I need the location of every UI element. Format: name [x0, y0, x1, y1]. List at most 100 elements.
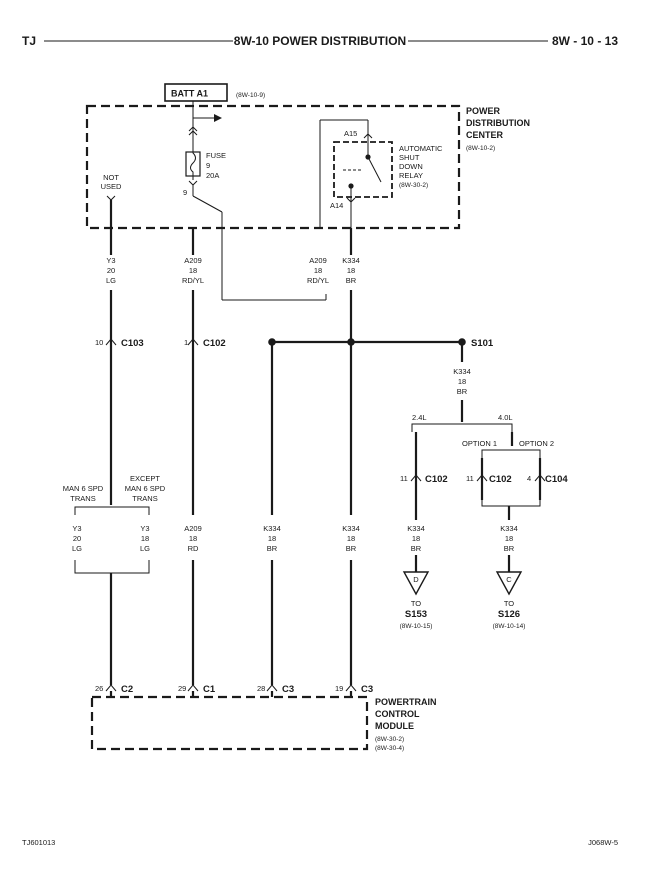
pcm-box [90, 695, 369, 751]
footer-left: TJ601013 [22, 838, 55, 847]
c102-pin: 1 [184, 338, 188, 347]
pcm-title-3: MODULE [375, 721, 414, 731]
engine-branch-bracket [411, 423, 513, 432]
wire-label-k334-s101: K334 18 BR [453, 367, 471, 396]
man6-label-2: TRANS [70, 494, 95, 503]
c102-opt1-connector-icon [476, 474, 488, 482]
svg-text:LG: LG [72, 544, 82, 553]
not-used-connector-icon [106, 195, 116, 201]
svg-text:K334: K334 [342, 256, 360, 265]
except-label-1: EXCEPT [130, 474, 160, 483]
c103-name: C103 [121, 338, 144, 349]
not-used-2: USED [101, 182, 122, 191]
svg-text:18: 18 [347, 266, 355, 275]
wire-label-k334-upper: K334 18 BR [342, 256, 360, 285]
except-label-3: TRANS [132, 494, 157, 503]
pdc-title-3: CENTER [466, 130, 504, 140]
relay-label-2: SHUT [399, 153, 420, 162]
c102-connector-icon [187, 338, 199, 346]
relay-pin-a14: A14 [330, 201, 343, 210]
pcm-pin-c1: 29 C1 [178, 684, 216, 695]
relay-pin-a15: A15 [344, 129, 357, 138]
pcm-ref-2: (8W-30-4) [375, 745, 404, 752]
c103-connector-icon [105, 338, 117, 346]
offpage-d-letter: D [413, 575, 419, 584]
svg-text:19: 19 [335, 684, 343, 693]
offpage-d-dest: S153 [405, 609, 427, 620]
offpage-c-dest: S126 [498, 609, 520, 620]
offpage-c-letter: C [506, 575, 512, 584]
offpage-d-ref: (8W-10-15) [400, 623, 433, 630]
batt-source-ref: (8W-10-9) [236, 92, 265, 99]
man6-label-1: MAN 6 SPD [63, 484, 104, 493]
svg-text:C1: C1 [203, 684, 216, 695]
header-left: TJ [22, 34, 36, 48]
fuse-to-relay-branch [192, 195, 223, 213]
batt-source-label: BATT A1 [171, 89, 208, 99]
offpage-c-to: TO [504, 599, 514, 608]
pcm-c3b-connector-icon [345, 684, 357, 692]
c103-pin: 10 [95, 338, 103, 347]
svg-text:18: 18 [141, 534, 149, 543]
svg-text:K334: K334 [263, 524, 281, 533]
svg-text:BR: BR [346, 276, 357, 285]
svg-text:29: 29 [178, 684, 186, 693]
batt-source-box [164, 83, 228, 102]
c102-2-4l-name: C102 [425, 474, 448, 485]
splice-dot-2 [347, 338, 355, 346]
pcm-c3a-connector-icon [266, 684, 278, 692]
relay-a15-connector-icon [363, 133, 373, 139]
wire-label-a209-relay: A209 18 RD/YL [307, 256, 329, 285]
fuse-label-1: FUSE [206, 151, 226, 160]
svg-text:BR: BR [267, 544, 278, 553]
c102-2-4l-connector-icon [410, 474, 422, 482]
wire-label-a209-lower: A209 18 RD [184, 524, 202, 553]
pcm-pin-c3-a: 28 C3 [257, 684, 294, 695]
offpage-d-to: TO [411, 599, 421, 608]
splice-name: S101 [471, 338, 494, 349]
relay-a14-connector-icon [346, 197, 356, 203]
svg-text:BR: BR [504, 544, 515, 553]
svg-text:C3: C3 [282, 684, 294, 695]
pcm-c2-connector-icon [105, 684, 117, 692]
wire-label-k334-lower-1: K334 18 BR [263, 524, 281, 553]
offpage-c-triangle-icon [495, 571, 523, 596]
wire-label-k334-4-0l: K334 18 BR [500, 524, 518, 553]
wire-label-k334-lower-2: K334 18 BR [342, 524, 360, 553]
engine-2-4l: 2.4L [412, 413, 427, 422]
offpage-d-triangle-icon [402, 571, 430, 596]
option-join-bracket [481, 500, 541, 507]
c102-opt1-pin: 11 [466, 474, 474, 483]
c102-name: C102 [203, 338, 226, 349]
wire-label-y3-left: Y3 20 LG [72, 524, 82, 553]
fuse-element [190, 148, 196, 180]
relay-label-3: DOWN [399, 162, 423, 171]
pdc-title-1: POWER [466, 106, 501, 116]
pcm-title-2: CONTROL [375, 709, 420, 719]
svg-text:A209: A209 [184, 524, 202, 533]
pdc-box [85, 104, 461, 230]
svg-text:26: 26 [95, 684, 103, 693]
pcm-pin-c3-b: 19 C3 [335, 684, 373, 695]
pcm-c1-connector-icon [187, 684, 199, 692]
fuse-label-2: 9 [206, 161, 210, 170]
pcm-ref-1: (8W-30-2) [375, 736, 404, 743]
trans-branch-bracket [74, 506, 150, 515]
svg-text:Y3: Y3 [106, 256, 115, 265]
bus-connector-icon [188, 126, 198, 136]
svg-text:28: 28 [257, 684, 265, 693]
svg-text:A209: A209 [184, 256, 202, 265]
svg-text:18: 18 [268, 534, 276, 543]
svg-text:18: 18 [189, 266, 197, 275]
c104-opt2-name: C104 [545, 474, 568, 485]
svg-text:RD: RD [188, 544, 199, 553]
svg-text:C3: C3 [361, 684, 373, 695]
svg-text:18: 18 [458, 377, 466, 386]
svg-text:LG: LG [106, 276, 116, 285]
splice-dot-1 [268, 338, 276, 346]
svg-text:BR: BR [346, 544, 357, 553]
pdc-ref: (8W-10-2) [466, 145, 495, 152]
relay-label-4: RELAY [399, 171, 423, 180]
option-2: OPTION 2 [519, 439, 554, 448]
